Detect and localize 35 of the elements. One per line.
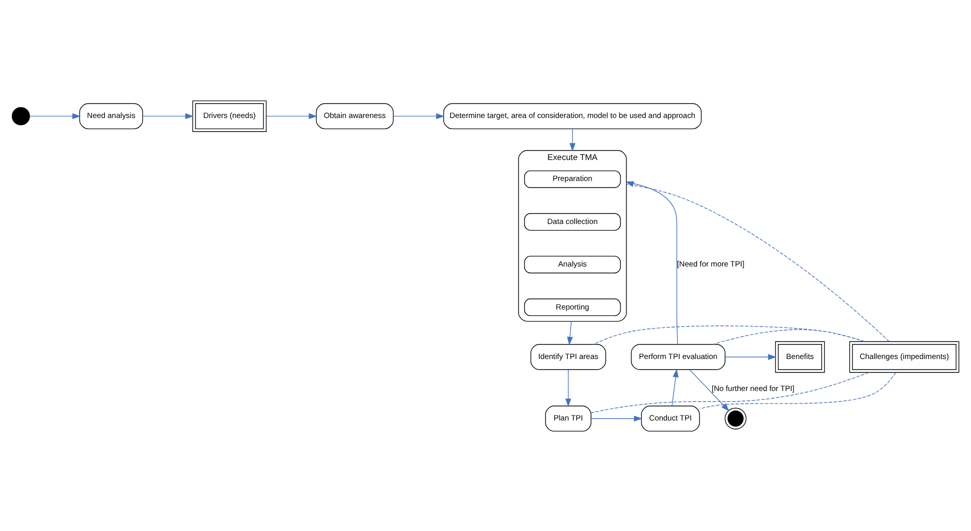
node-box: Plan TPI <box>545 405 592 432</box>
node-circle <box>724 407 746 429</box>
node-box: Challenges (impediments) <box>849 340 960 372</box>
arrow <box>689 369 730 411</box>
node-box: Reporting <box>524 298 621 316</box>
node-box: Data collection <box>524 212 621 230</box>
node-box: Obtain awareness <box>316 102 394 129</box>
node-box: Determine target, area of consideration, model to be used and approach <box>443 102 702 129</box>
node-box: Preparation <box>524 170 621 188</box>
arrow <box>570 128 576 152</box>
arrow <box>266 112 318 119</box>
edge-label: [No further need for TPI] <box>712 384 794 393</box>
connector <box>712 328 865 344</box>
node-box: Analysis <box>524 255 621 273</box>
node-box: Perform TPI evaluation <box>630 344 726 370</box>
connector <box>590 372 870 413</box>
arrow <box>29 112 81 119</box>
arrow <box>590 415 642 422</box>
connector <box>699 372 896 409</box>
node-box: Identify TPI areas <box>530 344 606 370</box>
node-box: Conduct TPI <box>641 405 700 432</box>
node-box: Need analysis <box>79 102 144 129</box>
arrow <box>567 320 573 345</box>
arrow <box>142 112 194 119</box>
arrow <box>393 112 445 119</box>
arrow <box>672 368 679 406</box>
node-box: Benefits <box>775 340 825 372</box>
connector <box>626 183 890 342</box>
arrow <box>625 180 678 344</box>
connector <box>592 325 865 344</box>
node-circle <box>12 106 30 125</box>
arrow <box>565 369 572 406</box>
arrow <box>724 354 777 360</box>
edge-label: [Need for more TPI] <box>677 259 744 268</box>
node-box: Drivers (needs) <box>192 100 267 132</box>
